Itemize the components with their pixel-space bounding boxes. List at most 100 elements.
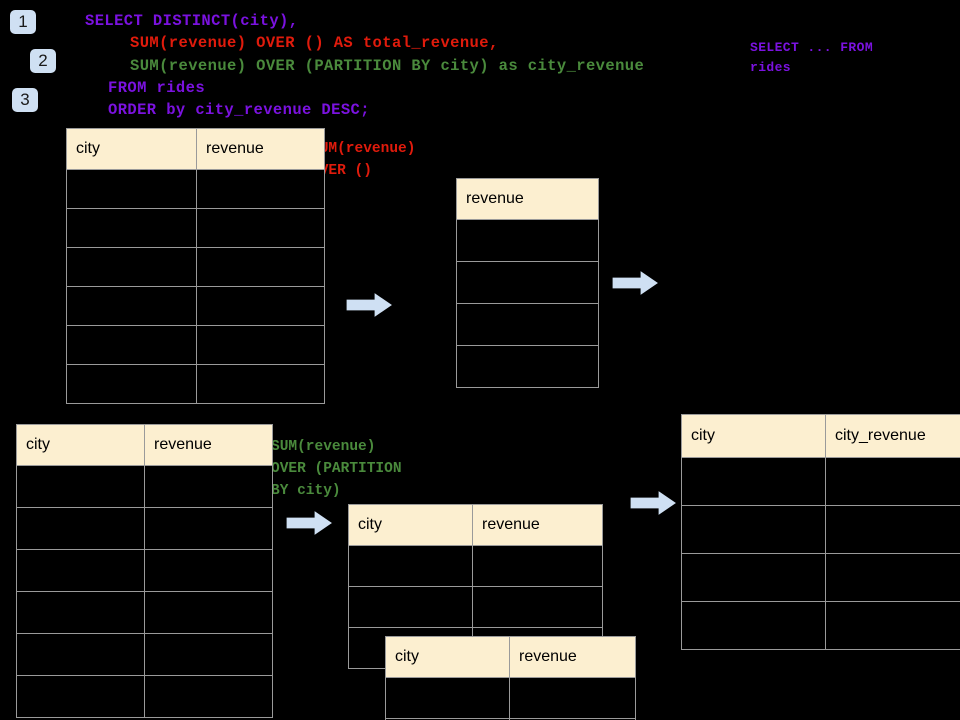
table-cell [348, 586, 473, 628]
sum-over-empty: SUM(revenue) OVER () [311, 141, 416, 179]
table-cell [66, 247, 197, 287]
table-cell [196, 364, 325, 404]
table-cell [144, 591, 273, 634]
arrow-rides-to-citysum [285, 508, 335, 543]
table-row [348, 586, 603, 628]
step-badge-3: 3 [12, 88, 38, 112]
column-header-city: city [348, 504, 473, 546]
column-header-revenue: revenue [456, 178, 599, 220]
column-header-city: city [16, 424, 145, 466]
column-header-city: city [385, 636, 510, 678]
table-cell [16, 549, 145, 592]
table-header-row: revenue [456, 178, 599, 220]
table-cell [509, 718, 636, 720]
table-cell [16, 633, 145, 676]
table-cell [144, 507, 273, 550]
column-header-revenue: revenue [196, 128, 325, 170]
table-row [66, 325, 325, 365]
table-cell [456, 261, 599, 304]
table-cell [681, 505, 826, 554]
sql-side-note: SELECT ... FROM rides [750, 40, 874, 75]
table-cell [681, 601, 826, 650]
table-cell [144, 549, 273, 592]
table-cell [66, 208, 197, 248]
table-cell [456, 219, 599, 262]
table-cell [16, 507, 145, 550]
table-cell [681, 553, 826, 602]
table-cell [196, 286, 325, 326]
column-header-city_revenue: city_revenue [825, 414, 960, 458]
table-cell [196, 247, 325, 287]
table-cell [16, 675, 145, 718]
table-row [456, 345, 599, 388]
table-cell [509, 677, 636, 719]
table-cell [825, 601, 960, 650]
table-cell [825, 505, 960, 554]
column-header-revenue: revenue [472, 504, 603, 546]
table-cell [825, 457, 960, 506]
table-row [16, 633, 273, 676]
table-row [456, 261, 599, 304]
table-cell [385, 677, 510, 719]
table-row [66, 286, 325, 326]
table-cell [348, 545, 473, 587]
table-cell [144, 633, 273, 676]
table-row [681, 457, 960, 506]
table-row [456, 303, 599, 346]
sql-line-4: FROM rides [108, 79, 206, 97]
table-cell [472, 586, 603, 628]
column-header-city: city [681, 414, 826, 458]
table-row [681, 505, 960, 554]
table-cell [144, 675, 273, 718]
table-row [16, 591, 273, 634]
sql-line-5: ORDER by city_revenue DESC; [108, 101, 370, 119]
column-header-revenue: revenue [509, 636, 636, 678]
sql-line-2: SUM(revenue) OVER () AS total_revenue, [130, 34, 499, 52]
table-row [66, 364, 325, 404]
total-revenue-table: revenue [456, 178, 599, 388]
table-cell [196, 325, 325, 365]
table-row [681, 601, 960, 650]
table-row [66, 169, 325, 209]
table-cell [196, 208, 325, 248]
table-row [385, 718, 636, 720]
step-badge-1: 1 [10, 10, 36, 34]
table-cell [681, 457, 826, 506]
arrow-rides-to-total [345, 290, 395, 325]
table-row [681, 553, 960, 602]
table-row [348, 545, 603, 587]
table-cell [825, 553, 960, 602]
table-cell [16, 591, 145, 634]
table-row [385, 677, 636, 719]
table-cell [144, 465, 273, 508]
table-cell [456, 345, 599, 388]
column-header-city: city [66, 128, 197, 170]
sql-line-1: SELECT DISTINCT(city), [85, 12, 299, 30]
table-cell [456, 303, 599, 346]
table-row [16, 507, 273, 550]
table-cell [196, 169, 325, 209]
sum-over-partition: SUM(revenue) OVER (PARTITION BY city) [271, 439, 402, 499]
table-cell [66, 169, 197, 209]
table-cell [66, 364, 197, 404]
table-row [16, 465, 273, 508]
arrow-total-to-result [611, 268, 661, 303]
step-badge-2: 2 [30, 49, 56, 73]
column-header-revenue: revenue [144, 424, 273, 466]
table-cell [16, 465, 145, 508]
table-row [66, 208, 325, 248]
table-cell [66, 286, 197, 326]
table-row [66, 247, 325, 287]
table-row [16, 549, 273, 592]
table-cell [472, 545, 603, 587]
